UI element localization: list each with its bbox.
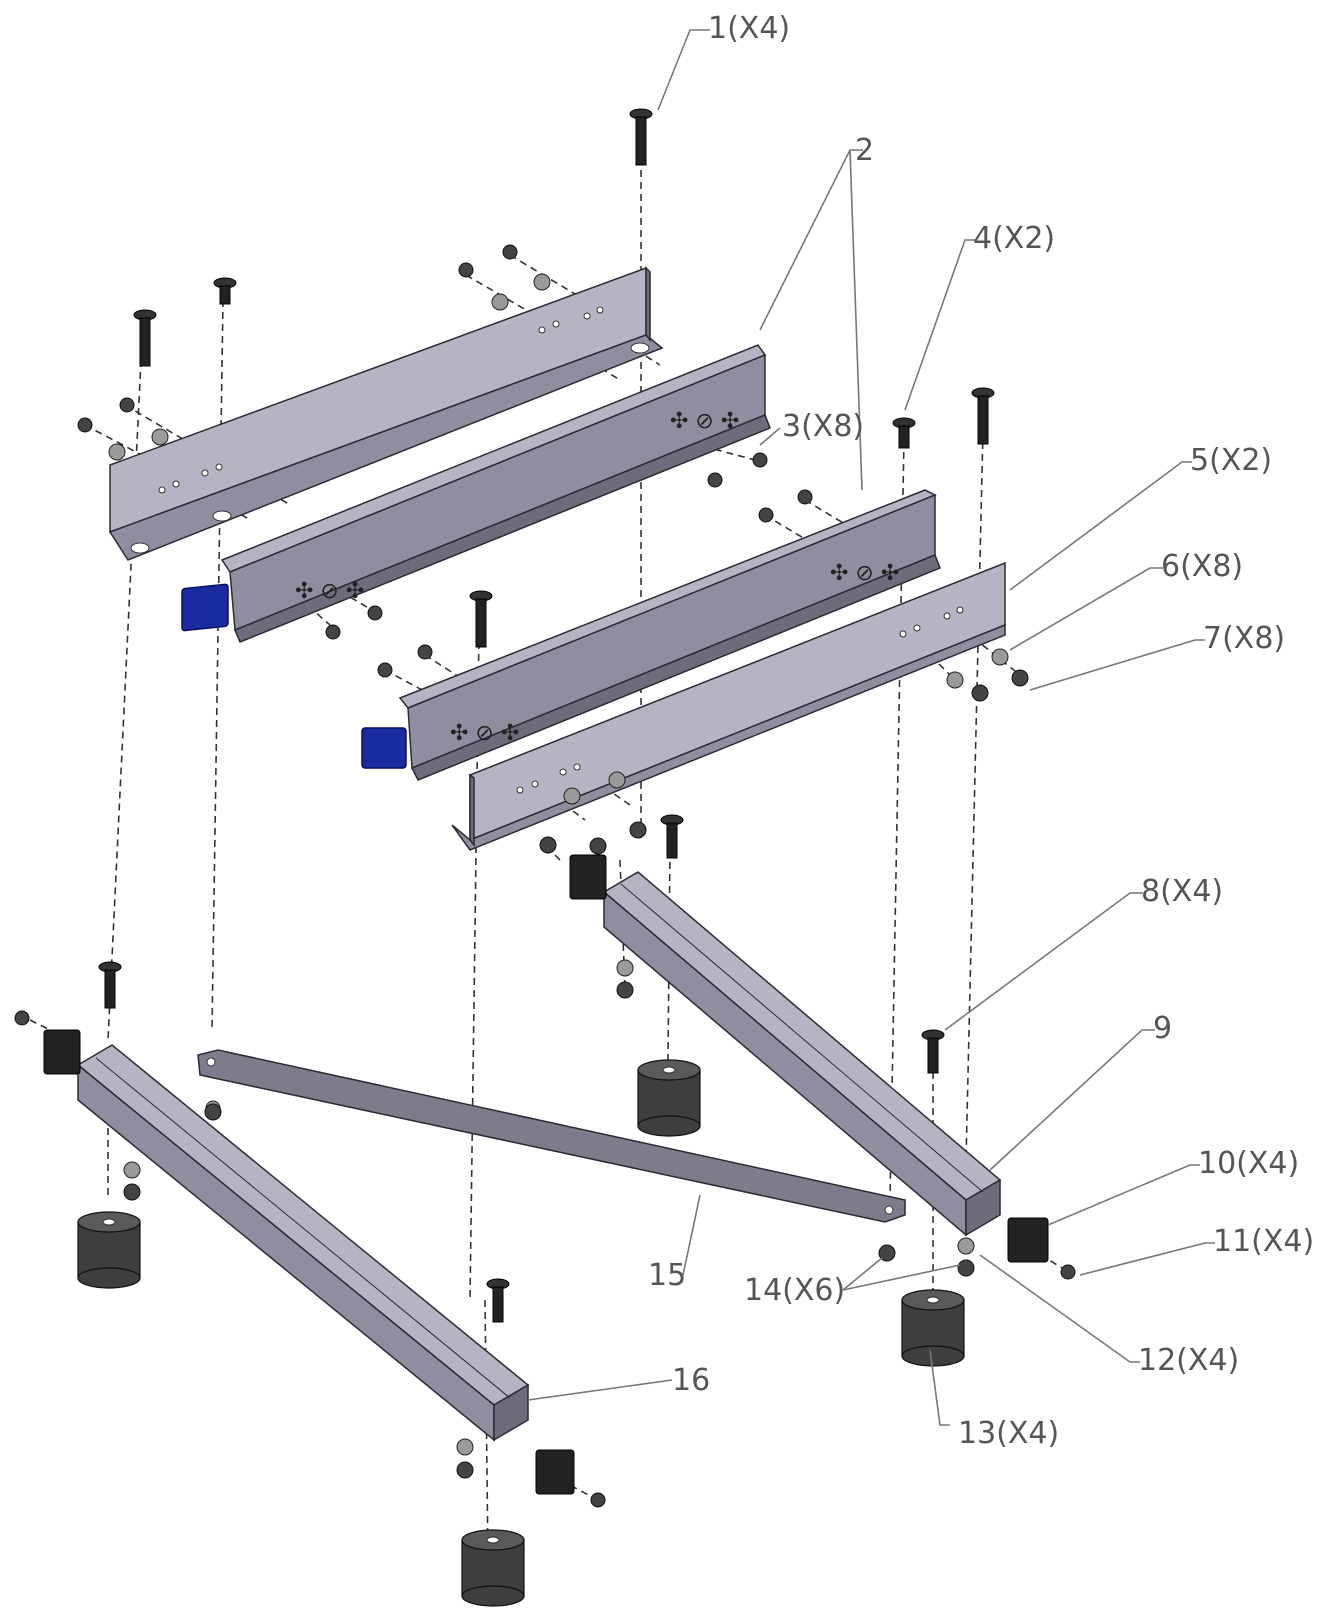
foot-bottom — [461, 1529, 525, 1607]
callout-2: 2 — [855, 133, 874, 168]
svg-text:✣ ⊘ ✣: ✣ ⊘ ✣ — [450, 721, 519, 746]
foot-left — [77, 1211, 141, 1289]
leader-lines — [527, 29, 1215, 1426]
callout-3: 3(X8) — [782, 409, 864, 444]
callout-7: 7(X8) — [1203, 621, 1285, 656]
foot-right — [901, 1289, 965, 1367]
callout-6: 6(X8) — [1161, 549, 1243, 584]
callout-labels: 1(X4) 2 3(X8) 4(X2) 5(X2) 6(X8) 7(X8) 8(… — [648, 11, 1314, 1451]
screw-top-center — [629, 108, 653, 166]
callout-10: 10(X4) — [1198, 1146, 1299, 1181]
callout-1: 1(X4) — [708, 11, 790, 46]
drawer-slide-front: ✣ ⊘ ✣ ✣ ⊘ ✣ — [361, 489, 941, 781]
callout-11: 11(X4) — [1213, 1224, 1314, 1259]
angle-bracket-back — [108, 266, 664, 561]
angle-bracket-front — [451, 561, 1006, 851]
callout-4: 4(X2) — [973, 221, 1055, 256]
hardware — [14, 108, 1076, 1607]
cross-strap — [197, 1049, 906, 1223]
svg-text:✣ ⊘ ✣: ✣ ⊘ ✣ — [295, 579, 364, 604]
callout-5: 5(X2) — [1190, 443, 1272, 478]
svg-text:✣ ⊘ ✣: ✣ ⊘ ✣ — [670, 409, 739, 434]
svg-text:✣ ⊘ ✣: ✣ ⊘ ✣ — [830, 561, 899, 586]
foot-center — [637, 1059, 701, 1137]
callout-13: 13(X4) — [958, 1416, 1059, 1451]
callout-16: 16 — [672, 1363, 710, 1398]
callout-12: 12(X4) — [1138, 1343, 1239, 1378]
drawer-slide-back: ✣ ⊘ ✣ ✣ ⊘ ✣ — [181, 344, 771, 643]
callout-8: 8(X4) — [1141, 874, 1223, 909]
extrusion-left — [76, 1044, 530, 1442]
callout-9: 9 — [1153, 1011, 1172, 1046]
callout-14: 14(X6) — [744, 1273, 845, 1308]
extrusion-right — [602, 871, 1002, 1237]
callout-15: 15 — [648, 1258, 686, 1293]
